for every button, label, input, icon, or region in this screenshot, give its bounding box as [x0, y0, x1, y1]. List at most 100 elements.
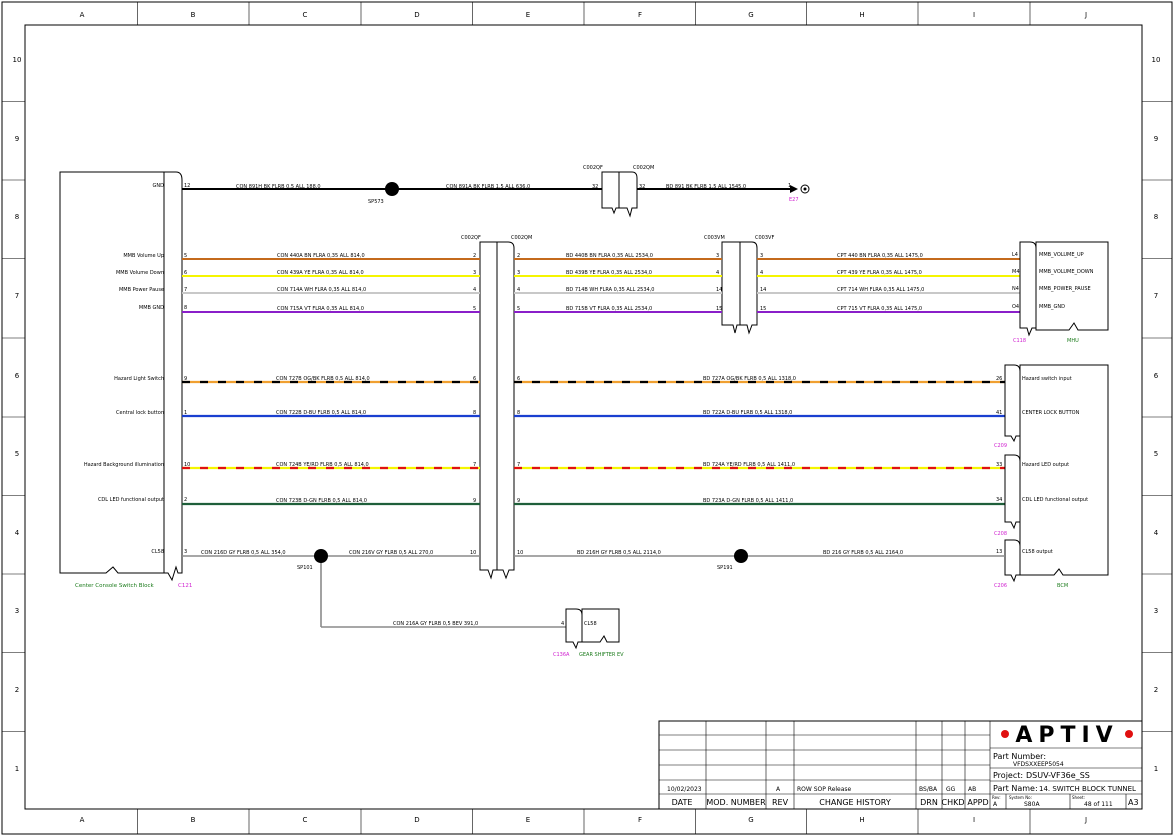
system-no: S80A [1024, 801, 1040, 808]
pin-num: 14 [760, 287, 766, 293]
row-label: 3 [15, 607, 19, 615]
pin-num: 5 [184, 253, 187, 259]
wire-label: BD 216 GY FLRB 0,5 ALL 2164,0 [823, 550, 903, 556]
part-name-label: Part Name: [993, 784, 1038, 793]
wire-label: CON 891A BK FLRB 1,5 ALL 636,0 [446, 184, 530, 190]
wire-label: CON 723B D-GN FLRB 0,5 ALL 814,0 [276, 498, 367, 504]
column-label: B [191, 816, 196, 824]
row-chkd: GG [946, 786, 956, 793]
row-drn: BS/BA [919, 786, 938, 793]
mhu-pin-label: MMB_VOLUME_DOWN [1039, 269, 1094, 275]
pin-label-vol-up: MMB Volume Up [123, 253, 164, 259]
wire-label: BD 722A D-BU FLRB 0,5 ALL 1318,0 [703, 410, 792, 416]
column-label: G [748, 11, 753, 19]
pin-num: 6 [473, 376, 476, 382]
wire-label: CON 715A VT FLRA 0,35 ALL 814,0 [277, 306, 364, 312]
gear-shifter-component: 4 CL58 C136A GEAR SHIFTER EV [553, 608, 624, 658]
wire-label: BD 723A D-GN FLRB 0,5 ALL 1411,0 [703, 498, 793, 504]
pin-num: 15 [716, 306, 722, 312]
splice-label: SP101 [297, 565, 313, 571]
column-label: C [303, 11, 308, 19]
bcm-wires: CON 727B OG/BK FLRB 0,5 ALL 814,0 BD 727A… [182, 376, 1005, 506]
pin-num: 9 [473, 498, 476, 504]
pin-num: 4 [517, 287, 520, 293]
bcm-pin: 13 [996, 549, 1002, 555]
wire-label: CPT 440 BN FLRA 0,35 ALL 1475,0 [837, 253, 923, 259]
wire-label: BD 727A OG/BK FLRB 0,5 ALL 1318,0 [703, 376, 796, 382]
inline-connector-c002: C002QF C002QM [461, 235, 532, 580]
pin-num: 2 [517, 253, 520, 259]
pin-label-central-lock: Central lock button [116, 410, 164, 416]
splice-sp191 [734, 549, 748, 563]
column-label: F [638, 11, 642, 19]
pin-label-cdl-led: CDL LED functional output [98, 497, 164, 503]
pin-num: 3 [760, 253, 763, 259]
rev-label: Rev: [992, 795, 1001, 800]
connector-label: C002QM [511, 235, 532, 241]
row-appd: AB [968, 786, 976, 793]
column-label: J [1084, 816, 1087, 824]
wire-label: BD 724A YE/RD FLRB 0,5 ALL 1411,0 [703, 462, 795, 468]
inline-connector-c003: C003VM C003VF [704, 235, 774, 335]
pin-num: 5 [473, 306, 476, 312]
mhu-pin: L4 [1012, 252, 1018, 258]
bcm-component: C209 C208 C206 BCM Hazard switch input C… [994, 364, 1109, 589]
gear-shifter-label: CL58 [584, 621, 597, 627]
row-label: 4 [1154, 529, 1159, 537]
connector-c002qm-top [618, 171, 638, 218]
wire-label: CON 216V GY FLRB 0,5 ALL 270,0 [349, 550, 433, 556]
bcm-pin-label: CL58 output [1022, 549, 1053, 555]
switch-block: Center Console Switch Block C121 GND MMB… [59, 171, 192, 589]
pin-num: 2 [184, 497, 187, 503]
row-label: 7 [1154, 292, 1158, 300]
column-label: F [638, 816, 642, 824]
pin-num: 4 [760, 270, 763, 276]
connector-label: C003VF [755, 235, 774, 241]
wire-label: CON 714A WH FLRA 0,35 ALL 814,0 [277, 287, 366, 293]
pin-num: 6 [184, 270, 187, 276]
bcm-pin-label: CENTER LOCK BUTTON [1022, 410, 1080, 416]
row-label: 1 [15, 765, 19, 773]
pin-num: 15 [760, 306, 766, 312]
pin-num: 9 [184, 376, 187, 382]
column-label: E [526, 11, 530, 19]
pin-num: 3 [517, 270, 520, 276]
bcm-pin: 41 [996, 410, 1002, 416]
row-change: ROW SOP Release [797, 786, 852, 793]
splice-sp573 [385, 182, 399, 196]
aptiv-logo: APTIV [1015, 723, 1118, 748]
bcm-pin-label: Hazard switch input [1022, 376, 1072, 382]
mhu-name: MHU [1067, 338, 1079, 344]
pin-num: 1 [184, 410, 187, 416]
pin-num: 4 [473, 287, 476, 293]
connector-label: C002QF [583, 165, 603, 171]
switch-block-connector: C121 [178, 583, 192, 589]
row-label: 8 [1154, 213, 1158, 221]
pin-num: 8 [473, 410, 476, 416]
wire-label: CPT 439 YE FLRA 0,35 ALL 1475,0 [837, 270, 922, 276]
wire-label: BD 891 BK FLRB 1,5 ALL 1545,0 [666, 184, 746, 190]
part-name: 14. SWITCH BLOCK TUNNEL [1039, 785, 1136, 793]
wire-label: BD 715B VT FLRA 0,35 ALL 2534,0 [566, 306, 652, 312]
mhu-component: C118 MHU MMB_VOLUME_UP MMB_VOLUME_DOWN M… [1012, 241, 1109, 344]
pin-num: 1 [788, 183, 791, 189]
column-label: H [859, 11, 864, 19]
row-label: 7 [15, 292, 19, 300]
mhu-pin-label: MMB_GND [1039, 304, 1065, 310]
row-date: 10/02/2023 [667, 786, 702, 793]
column-label: H [859, 816, 864, 824]
pin-label-hazard: Hazard Light Switch [114, 376, 164, 382]
mhu-pin-label: MMB_POWER_PAUSE [1039, 286, 1091, 292]
bcm-connector: C208 [994, 531, 1007, 537]
column-label: J [1084, 11, 1087, 19]
pin-num: 32 [639, 184, 645, 190]
wire-label: CON 216A GY FLRB 0,5 BEV 391,0 [393, 621, 478, 627]
wire-label: CON 727B OG/BK FLRB 0,5 ALL 814,0 [276, 376, 370, 382]
pin-num: 10 [470, 550, 476, 556]
pin-num: 10 [517, 550, 523, 556]
pin-label-mmb-gnd: MMB GND [139, 305, 164, 311]
row-label: 9 [15, 135, 19, 143]
row-label: 2 [15, 686, 19, 694]
column-label: G [748, 816, 753, 824]
